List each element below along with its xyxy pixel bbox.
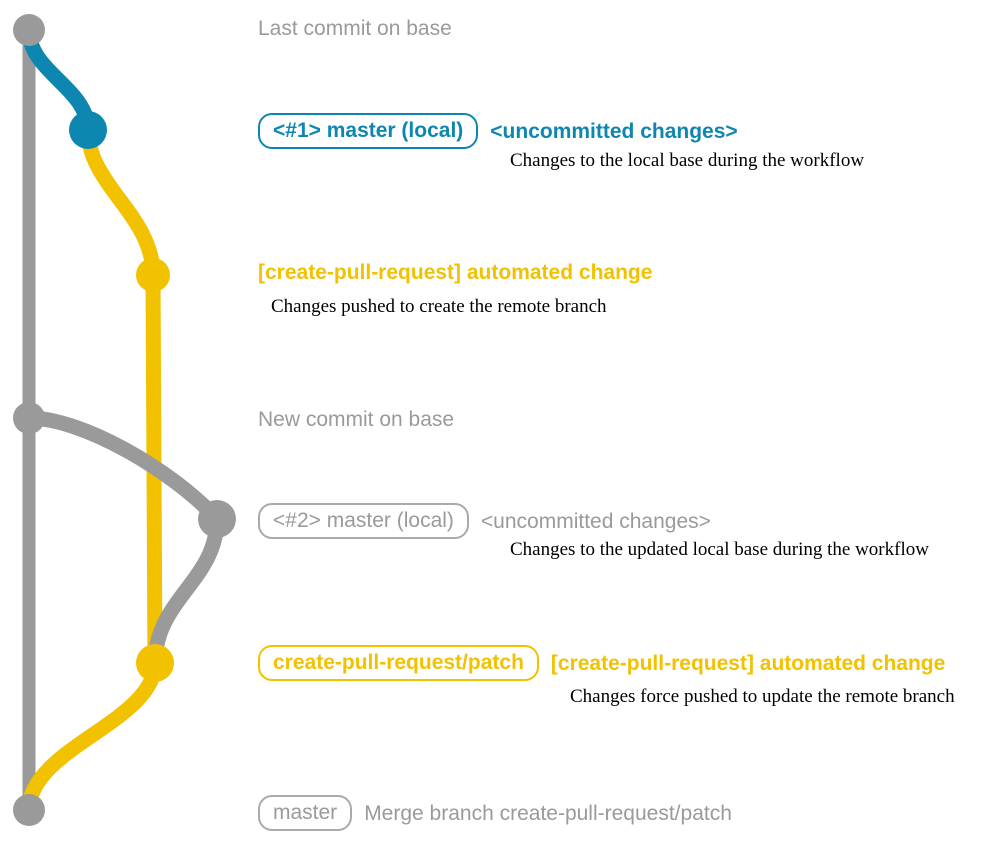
local-to-patch-line — [147, 511, 225, 671]
commit-subject: New commit on base — [258, 408, 455, 431]
commit-node-patch-2[interactable] — [136, 644, 174, 682]
commit-note: Changes to the updated local base during… — [510, 539, 929, 560]
commit-node-merge[interactable] — [13, 794, 45, 826]
commit-row-patch-2: create-pull-request/patch [create-pull-r… — [258, 645, 945, 681]
commit-row-base-2: New commit on base — [258, 409, 454, 430]
commit-subject: Last commit on base — [258, 17, 452, 40]
branch-badge-master-local-2[interactable]: <#2> master (local) — [258, 503, 469, 539]
commit-note: Changes to the local base during the wor… — [510, 150, 865, 171]
commit-subject: Merge branch create-pull-request/patch — [364, 801, 732, 825]
commit-row-base-1: Last commit on base — [258, 18, 452, 39]
local-branch-line-2 — [21, 410, 225, 527]
commit-row-local-2: <#2> master (local) <uncommitted changes… — [258, 503, 711, 539]
commit-subject: [create-pull-request] automated change — [258, 261, 653, 284]
commit-subject: [create-pull-request] automated change — [550, 651, 946, 675]
commit-node-local-1[interactable] — [69, 111, 107, 149]
commit-subject: <uncommitted changes> — [490, 119, 738, 143]
branch-badge-master[interactable]: master — [258, 795, 353, 831]
git-graph — [13, 14, 236, 826]
commit-note: Changes pushed to create the remote bran… — [271, 296, 607, 317]
commit-node-patch-1[interactable] — [136, 258, 170, 292]
commit-node-base-2[interactable] — [13, 402, 45, 434]
branch-badge-create-pull-request-patch[interactable]: create-pull-request/patch — [258, 645, 539, 681]
commit-row-merge: master Merge branch create-pull-request/… — [258, 795, 732, 831]
commit-node-local-2[interactable] — [198, 500, 236, 538]
commit-node-base-1[interactable] — [13, 14, 45, 46]
branch-badge-master-local-1[interactable]: <#1> master (local) — [258, 113, 479, 149]
commit-note: Changes force pushed to update the remot… — [570, 686, 955, 707]
commit-row-local-1: <#1> master (local) <uncommitted changes… — [258, 113, 738, 149]
commit-subject: <uncommitted changes> — [480, 509, 711, 533]
merge-line — [21, 655, 163, 818]
commit-row-patch-1: [create-pull-request] automated change — [258, 262, 652, 283]
patch-lane-line — [80, 122, 163, 671]
